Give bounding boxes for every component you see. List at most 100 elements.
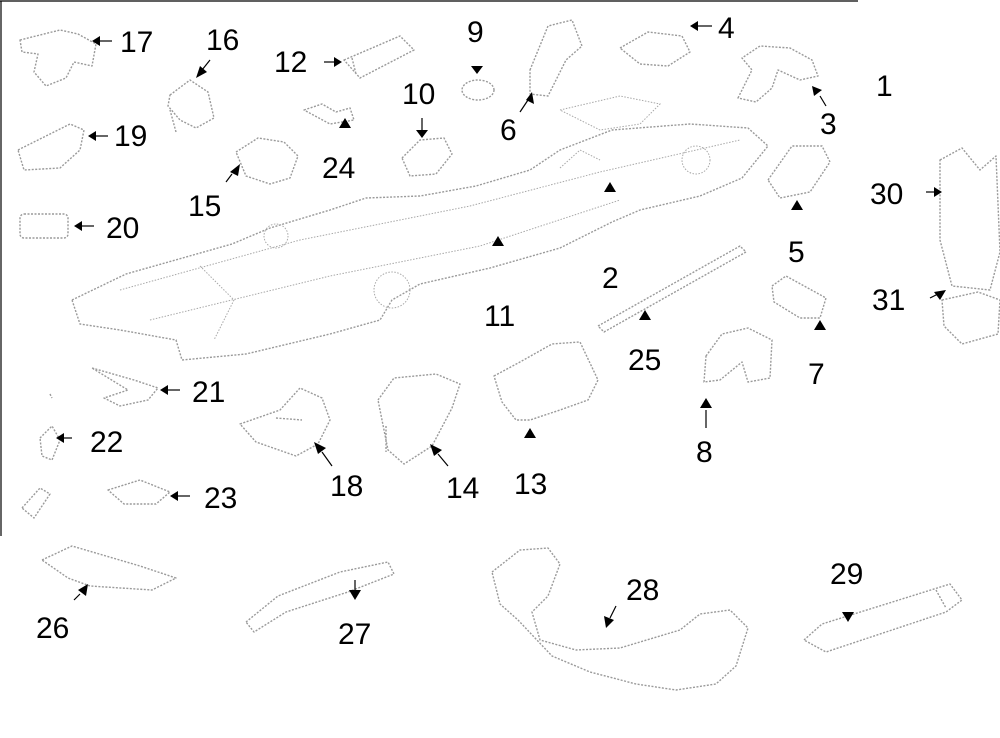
callout-23: 23 bbox=[204, 482, 237, 515]
arrowhead-9 bbox=[471, 66, 483, 74]
part-8-drawing bbox=[703, 327, 773, 383]
part-25-drawing bbox=[597, 245, 747, 333]
arrowhead-22 bbox=[56, 433, 64, 443]
part-7-drawing bbox=[771, 275, 827, 319]
callout-10: 10 bbox=[402, 78, 435, 111]
arrowhead-29 bbox=[842, 612, 854, 622]
arrowhead-13 bbox=[524, 428, 536, 438]
part-19-drawing bbox=[17, 123, 85, 171]
callout-5: 5 bbox=[788, 236, 805, 269]
leader-18 bbox=[321, 451, 333, 467]
arrowhead-2 bbox=[604, 182, 616, 192]
callout-8: 8 bbox=[696, 436, 713, 469]
arrowhead-20 bbox=[74, 221, 82, 231]
part-28-drawing bbox=[491, 547, 749, 691]
callout-1: 1 bbox=[876, 70, 893, 103]
arrowhead-24 bbox=[339, 118, 351, 128]
leader-arrows bbox=[56, 21, 946, 628]
part-26-drawing bbox=[41, 545, 177, 591]
part-20-drawing bbox=[19, 213, 69, 239]
part-10-drawing bbox=[401, 137, 453, 177]
callout-3: 3 bbox=[820, 108, 837, 141]
part-17-drawing bbox=[19, 29, 97, 87]
main-frame-drawing bbox=[71, 123, 769, 361]
arrowhead-26 bbox=[78, 584, 88, 596]
arrowhead-28 bbox=[604, 616, 614, 628]
part-13-drawing bbox=[493, 341, 599, 421]
callout-18: 18 bbox=[330, 470, 363, 503]
callout-27: 27 bbox=[338, 618, 371, 651]
callout-19: 19 bbox=[114, 120, 147, 153]
callout-2: 2 bbox=[602, 262, 619, 295]
callout-26: 26 bbox=[36, 612, 69, 645]
arrowhead-3 bbox=[812, 86, 822, 96]
detail-box-frame bbox=[0, 0, 858, 536]
callout-17: 17 bbox=[120, 26, 153, 59]
arrowhead-19 bbox=[88, 131, 96, 141]
part-27-drawing bbox=[245, 561, 395, 633]
part-29-drawing bbox=[803, 583, 963, 653]
arrowhead-10 bbox=[416, 130, 428, 138]
arrowhead-7 bbox=[814, 320, 826, 330]
callout-labels: 17 16 12 9 10 6 4 1 3 19 24 15 20 30 5 2… bbox=[36, 12, 905, 651]
part-drawings bbox=[17, 19, 1000, 691]
leader-6 bbox=[519, 99, 529, 113]
leader-14 bbox=[437, 453, 449, 467]
part-1-3-drawing bbox=[737, 45, 819, 103]
part-6-drawing bbox=[529, 19, 583, 97]
arrowhead-5 bbox=[791, 200, 803, 210]
callout-22: 22 bbox=[90, 426, 123, 459]
arrowhead-12 bbox=[334, 57, 342, 67]
callout-4: 4 bbox=[718, 12, 735, 45]
callout-7: 7 bbox=[808, 358, 825, 391]
part-22-drawing bbox=[39, 393, 61, 461]
arrowhead-4 bbox=[690, 21, 698, 31]
callout-15: 15 bbox=[188, 190, 221, 223]
part-30-drawing bbox=[939, 147, 1000, 291]
part-16-drawing bbox=[167, 79, 215, 133]
part-15-drawing bbox=[235, 137, 299, 185]
callout-29: 29 bbox=[830, 558, 863, 591]
callout-16: 16 bbox=[206, 24, 239, 57]
frame-boss-mid bbox=[373, 271, 411, 309]
arrowhead-27 bbox=[349, 590, 361, 600]
arrowhead-6 bbox=[526, 92, 534, 104]
callout-12: 12 bbox=[274, 46, 307, 79]
leader-3 bbox=[819, 95, 827, 107]
arrowhead-14 bbox=[430, 444, 442, 456]
callout-24: 24 bbox=[322, 152, 355, 185]
part-14-drawing bbox=[377, 373, 461, 465]
callout-20: 20 bbox=[106, 212, 139, 245]
frame-boss-left bbox=[263, 223, 289, 249]
callout-31: 31 bbox=[872, 284, 905, 317]
callout-28: 28 bbox=[626, 574, 659, 607]
arrowhead-25 bbox=[639, 310, 651, 320]
arrowhead-15 bbox=[230, 164, 240, 176]
callout-6: 6 bbox=[500, 114, 517, 147]
callout-13: 13 bbox=[514, 468, 547, 501]
arrowhead-11 bbox=[492, 236, 504, 246]
callout-30: 30 bbox=[870, 178, 903, 211]
part-31-drawing bbox=[941, 291, 1000, 345]
part-24-drawing bbox=[303, 103, 355, 125]
arrowhead-18 bbox=[314, 442, 326, 454]
frame-boss-right bbox=[681, 145, 711, 175]
part-stub-drawing bbox=[21, 487, 51, 519]
main-frame-rail-drawing bbox=[119, 95, 741, 341]
part-23-drawing bbox=[107, 479, 171, 505]
callout-21: 21 bbox=[192, 376, 225, 409]
arrowhead-8 bbox=[700, 398, 712, 408]
arrowhead-30 bbox=[934, 187, 942, 197]
arrowhead-31 bbox=[934, 290, 946, 300]
callout-25: 25 bbox=[628, 344, 661, 377]
leader-16 bbox=[201, 59, 211, 71]
part-21-drawing bbox=[91, 367, 159, 407]
arrowhead-21 bbox=[160, 385, 168, 395]
part-9-drawing bbox=[461, 79, 495, 101]
part-5-drawing bbox=[767, 145, 831, 199]
leader-15 bbox=[225, 173, 233, 183]
arrowhead-17 bbox=[92, 36, 100, 46]
part-4-drawing bbox=[619, 31, 691, 67]
leader-28 bbox=[609, 605, 617, 619]
